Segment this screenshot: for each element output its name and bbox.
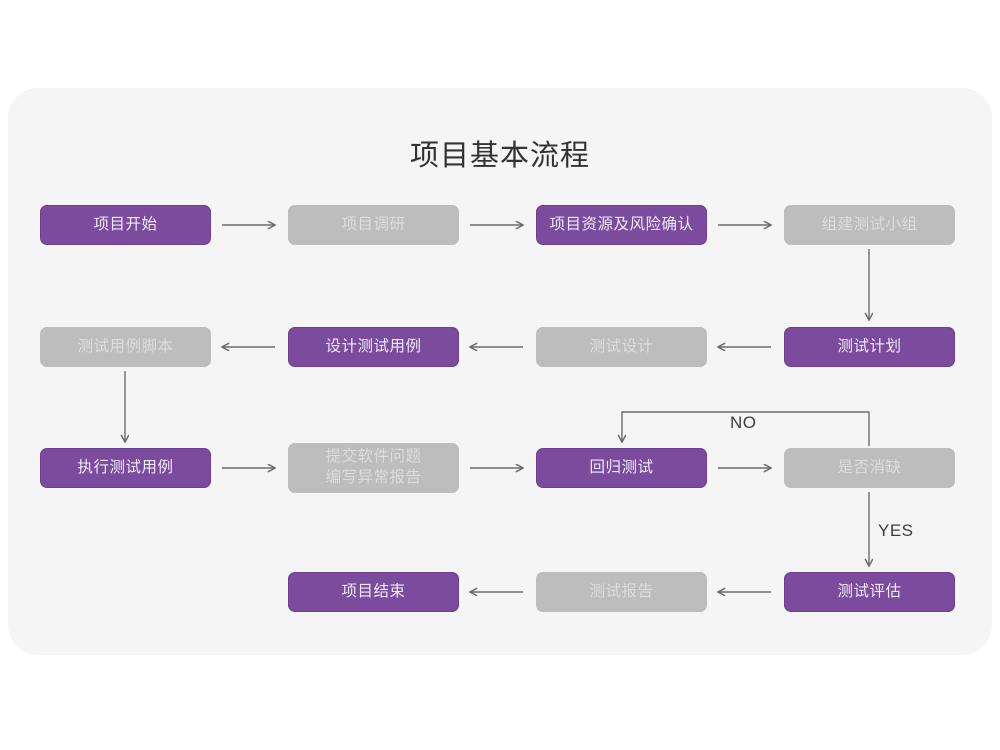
node-build-test-team[interactable]: 组建测试小组	[784, 205, 955, 245]
node-project-end[interactable]: 项目结束	[288, 572, 459, 612]
node-project-research[interactable]: 项目调研	[288, 205, 459, 245]
node-defect-cleared-decision[interactable]: 是否消缺	[784, 448, 955, 488]
edge-label-yes: YES	[878, 521, 914, 540]
node-design-test-case[interactable]: 设计测试用例	[288, 327, 459, 367]
node-project-start[interactable]: 项目开始	[40, 205, 211, 245]
edge-label-no: NO	[730, 413, 757, 432]
node-regression-test[interactable]: 回归测试	[536, 448, 707, 488]
node-test-evaluation[interactable]: 测试评估	[784, 572, 955, 612]
page-title: 项目基本流程	[409, 140, 590, 172]
node-test-case-script[interactable]: 测试用例脚本	[40, 327, 211, 367]
node-test-report[interactable]: 测试报告	[536, 572, 707, 612]
node-execute-test-case[interactable]: 执行测试用例	[40, 448, 211, 488]
node-test-plan[interactable]: 测试计划	[784, 327, 955, 367]
node-submit-defect-report[interactable]: 提交软件问题 编写异常报告	[288, 443, 459, 493]
node-test-design[interactable]: 测试设计	[536, 327, 707, 367]
node-resource-risk-confirm[interactable]: 项目资源及风险确认	[536, 205, 707, 245]
flowchart-card	[8, 88, 992, 655]
